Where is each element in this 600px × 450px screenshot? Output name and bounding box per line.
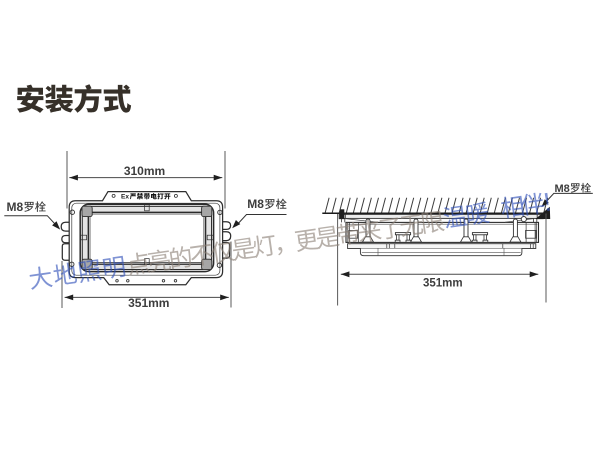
- svg-text:351mm: 351mm: [128, 296, 169, 310]
- svg-text:M8: M8: [7, 200, 24, 214]
- svg-text:M8: M8: [247, 197, 264, 211]
- svg-text:351mm: 351mm: [423, 277, 463, 289]
- svg-text:310mm: 310mm: [124, 164, 165, 178]
- svg-text:M8: M8: [555, 183, 570, 195]
- svg-text:Ex: Ex: [121, 194, 129, 201]
